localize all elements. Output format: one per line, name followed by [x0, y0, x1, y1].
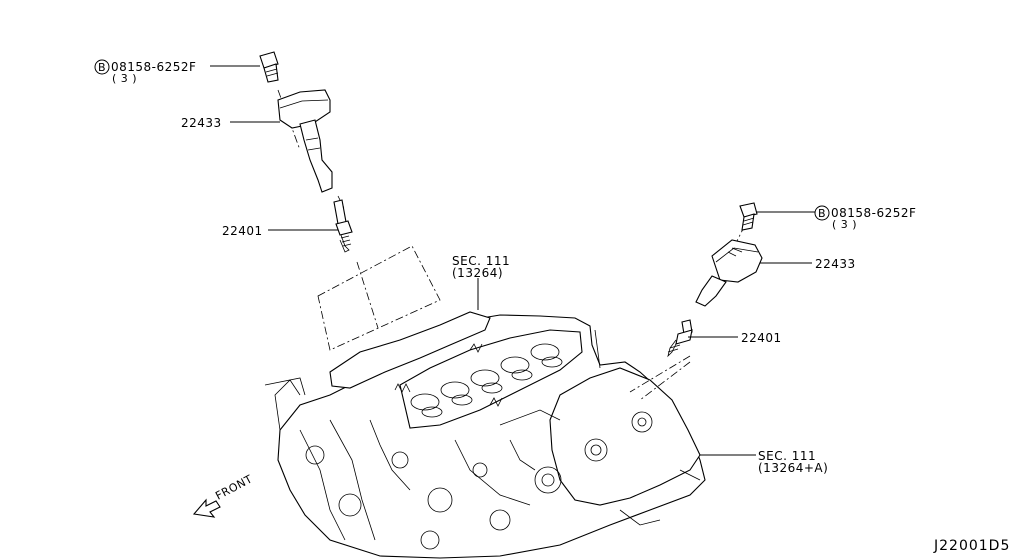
sec-top-line1: SEC. 111	[452, 254, 510, 268]
plug-part-number-right: 22401	[741, 331, 782, 345]
callout-bolt-right: B 08158-6252F ( 3 )	[814, 205, 916, 231]
callout-sec-top: SEC. 111 (13264)	[452, 254, 510, 280]
front-label: FRONT	[213, 472, 254, 502]
bolt-right	[739, 202, 758, 231]
spark-plug-right	[667, 319, 693, 358]
callout-sec-right: SEC. 111 (13264+A)	[758, 449, 828, 475]
bolt-part-number-right: 08158-6252F	[831, 206, 916, 220]
sec-top-line2: (13264)	[452, 266, 503, 280]
bolt-symbol-circle-icon	[94, 59, 110, 75]
bolt-symbol-right: B	[818, 207, 826, 220]
callout-bolt-left: B 08158-6252F ( 3 )	[94, 59, 196, 85]
bolt-part-number-left: 08158-6252F	[111, 60, 196, 74]
plug-part-number-left: 22401	[222, 224, 263, 238]
front-indicator: FRONT	[192, 472, 255, 518]
bolt-qty-right: ( 3 )	[832, 218, 857, 231]
front-arrow-icon	[192, 498, 221, 518]
bolt-left	[259, 51, 279, 83]
sec-right-line2: (13264+A)	[758, 461, 828, 475]
bolt-qty-left: ( 3 )	[112, 72, 137, 85]
diagram-code: J22001D5	[933, 538, 1010, 554]
leader-lines	[210, 65, 815, 456]
sec-right-line1: SEC. 111	[758, 449, 816, 463]
coil-part-number-left: 22433	[181, 116, 222, 130]
bolt-symbol-circle-icon	[814, 205, 830, 221]
bolt-symbol-left: B	[98, 61, 106, 74]
spark-plug-left	[333, 199, 353, 253]
ignition-coil-right	[695, 239, 763, 307]
engine-assembly	[264, 311, 706, 559]
coil-part-number-right: 22433	[815, 257, 856, 271]
ignition-coil-left	[277, 89, 333, 193]
